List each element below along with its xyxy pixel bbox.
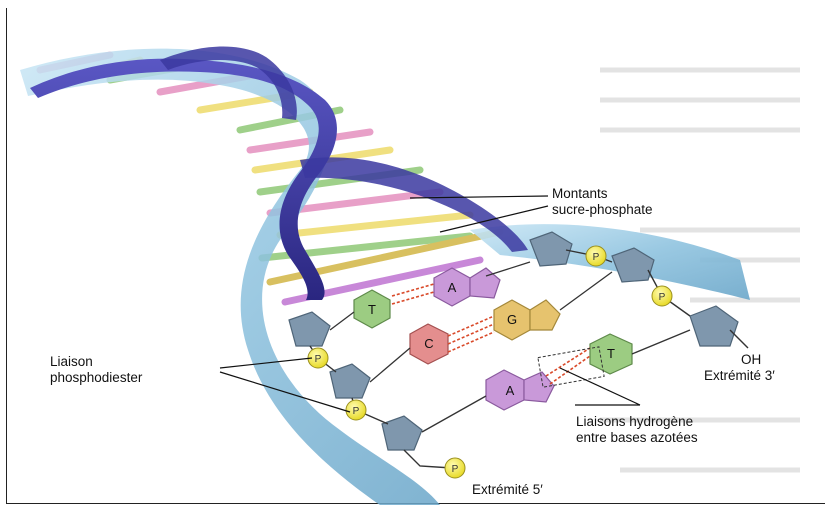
svg-text:A: A [448, 280, 457, 295]
base-A-top: A [434, 268, 500, 306]
svg-text:P: P [315, 354, 322, 365]
base-A-bottom: A [486, 370, 554, 410]
label-extremite-3: Extrémité 3′ [704, 368, 775, 384]
phosphate-3: P [445, 458, 465, 478]
svg-text:T: T [368, 302, 376, 317]
backbone-ribbon [20, 49, 440, 505]
svg-text:P: P [452, 464, 459, 475]
svg-text:T: T [607, 346, 615, 361]
svg-text:G: G [507, 312, 517, 327]
svg-text:P: P [353, 406, 360, 417]
svg-text:P: P [659, 292, 666, 303]
phosphate-5: P [652, 286, 672, 306]
base-G: G [494, 300, 560, 340]
base-T-right: T [590, 334, 632, 374]
label-montants: Montants sucre-phosphate [552, 186, 653, 218]
svg-text:C: C [424, 336, 433, 351]
label-extremite-5: Extrémité 5′ [472, 482, 543, 498]
base-T-top: T [354, 290, 390, 328]
label-liaison-phosphodiester: Liaison phosphodiester [50, 354, 142, 386]
phosphate-2: P [346, 400, 366, 420]
label-oh: OH [741, 352, 761, 368]
base-C: C [410, 324, 448, 364]
phosphate-4: P [586, 246, 606, 266]
label-liaisons-hydrogene: Liaisons hydrogène entre bases azotées [576, 414, 698, 446]
svg-text:P: P [593, 252, 600, 263]
svg-text:A: A [506, 383, 515, 398]
